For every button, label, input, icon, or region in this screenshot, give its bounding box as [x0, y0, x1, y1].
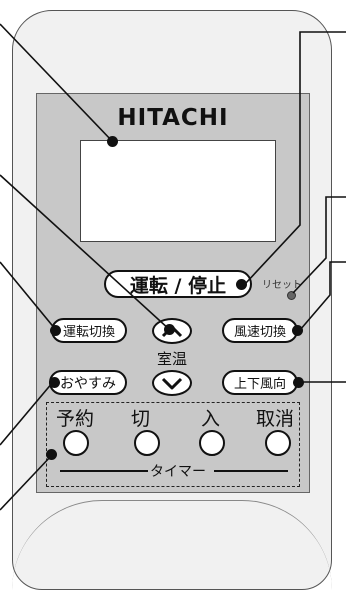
timer-section — [46, 402, 300, 487]
callout-sleep-line — [0, 381, 54, 446]
callout-display-line — [0, 23, 114, 143]
timer-off-button[interactable] — [134, 430, 160, 456]
callout-fan-dot — [292, 325, 303, 336]
fan-switch-button[interactable]: 風速切換 — [222, 318, 298, 343]
timer-line-right — [214, 470, 288, 472]
callout-timer-line — [0, 454, 53, 511]
timer-cancel-label: 取消 — [256, 408, 295, 430]
timer-reserve-label: 予約 — [56, 408, 95, 430]
sleep-button[interactable]: おやすみ — [49, 370, 127, 395]
mode-switch-button[interactable]: 運転切換 — [51, 318, 127, 343]
callout-temp-dot — [164, 324, 175, 335]
callout-timer-dot — [46, 449, 57, 460]
fan-switch-label: 風速切換 — [233, 325, 286, 340]
timer-off-label: 切 — [131, 408, 151, 430]
brand-logo: HITACHI — [117, 105, 229, 131]
timer-cancel-button[interactable] — [265, 430, 291, 456]
temp-down-button[interactable] — [152, 370, 192, 396]
callout-reset-line — [292, 196, 346, 294]
chevron-down-icon — [161, 377, 183, 390]
reset-button[interactable] — [287, 291, 296, 300]
timer-on-button[interactable] — [199, 430, 225, 456]
callout-sleep-dot — [49, 377, 60, 388]
remote-lower-curve — [12, 500, 332, 590]
lcd-display — [80, 140, 276, 242]
reset-label: リセット — [262, 280, 302, 291]
room-temp-label: 室温 — [156, 350, 187, 368]
timer-label: タイマー — [150, 464, 206, 480]
sleep-label: おやすみ — [60, 375, 116, 392]
timer-on-label: 入 — [201, 408, 221, 430]
callout-fan-line — [299, 261, 346, 331]
callout-runstop-line — [244, 31, 346, 285]
callout-runstop-dot — [236, 279, 247, 290]
callout-mode-line — [0, 261, 57, 331]
callout-display-dot — [107, 136, 118, 147]
callout-mode-dot — [50, 325, 61, 336]
mode-switch-label: 運転切換 — [62, 325, 115, 340]
run-stop-button[interactable]: 運転 / 停止 — [104, 270, 252, 298]
temp-up-button[interactable] — [152, 318, 192, 344]
callout-louver-dot — [293, 377, 304, 388]
timer-line-left — [60, 470, 148, 472]
callout-temp-line — [0, 174, 171, 331]
timer-reserve-button[interactable] — [63, 430, 89, 456]
run-stop-label: 運転 / 停止 — [129, 274, 227, 297]
louver-button[interactable]: 上下風向 — [222, 370, 298, 395]
louver-label: 上下風向 — [233, 377, 286, 392]
